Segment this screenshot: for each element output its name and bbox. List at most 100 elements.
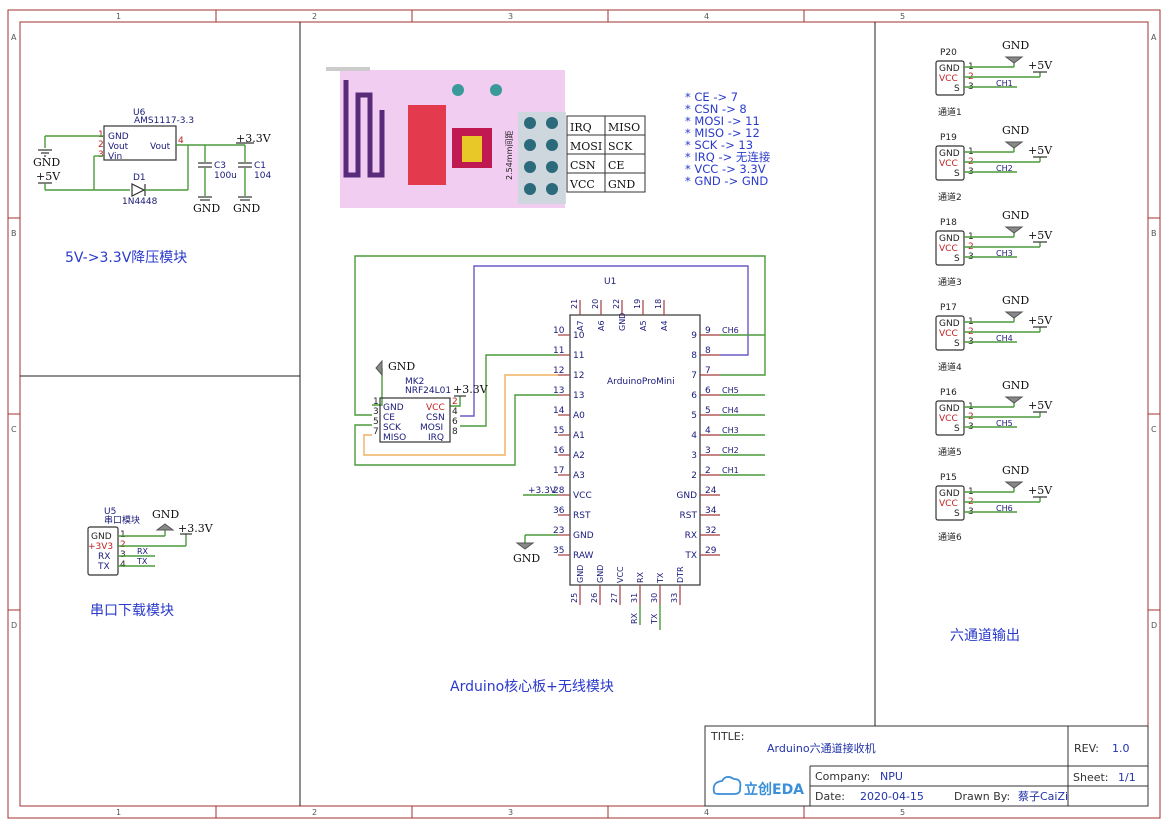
mcu-top-num-3: 19 xyxy=(633,299,642,309)
mcu-bot-lbl-0: GND xyxy=(576,565,585,583)
logo-text: 立创EDA xyxy=(744,781,804,798)
nrf-symbol: GND MK2 NRF24L01 +3.3V GND CE SCK MISO V… xyxy=(373,360,489,443)
mcu-top-lbl-0: A7 xyxy=(576,320,585,331)
photo-lbl-irq: IRQ xyxy=(570,121,592,134)
rev-value: 1.0 xyxy=(1112,742,1130,755)
c1-gnd: GND xyxy=(233,202,260,215)
grid-col-bottom-1: 1 xyxy=(116,808,121,817)
mcu-right-lbl-5: 4 xyxy=(691,431,697,441)
mcu-left-num-4: 14 xyxy=(553,406,565,416)
connector-pin-label: GND xyxy=(939,404,960,414)
date-value: 2020-04-15 xyxy=(860,790,924,803)
connector-net: CH2 xyxy=(996,164,1013,173)
connector-pin-label: GND xyxy=(939,319,960,329)
connector-vcc: +5V xyxy=(1028,144,1053,157)
mcu-left-lbl-1: 11 xyxy=(573,351,584,361)
grid-col-bottom-2: 2 xyxy=(312,808,317,817)
date-key: Date: xyxy=(815,790,845,803)
u6-pnum-4: 4 xyxy=(178,136,184,146)
connector-vcc: +5V xyxy=(1028,399,1053,412)
u5-net-tx: TX xyxy=(136,557,148,566)
mcu-left-num-1: 11 xyxy=(553,346,564,356)
connector-pin-label: VCC xyxy=(939,329,958,339)
connector-pin-label: VCC xyxy=(939,74,958,84)
mcu-right-lbl-0: 9 xyxy=(691,331,697,341)
mcu-name: ArduinoProMini xyxy=(607,377,675,387)
nrf-l2: SCK xyxy=(383,423,402,433)
mcu-left-num-3: 13 xyxy=(553,386,564,396)
nrf-rn3: 8 xyxy=(452,427,458,437)
connector-pin-label: GND xyxy=(939,64,960,74)
mcu-right-num-10: 32 xyxy=(705,526,716,536)
connector-gnd: GND xyxy=(1002,124,1029,137)
mcu-top-lbl-2: GND xyxy=(618,313,627,331)
nrf-l0: GND xyxy=(383,403,404,413)
mcu-bot-num-0: 25 xyxy=(570,593,579,603)
grid-col-top-1: 1 xyxy=(116,12,121,21)
connector-pin-label: GND xyxy=(939,149,960,159)
u5-n3: 3 xyxy=(120,550,126,560)
mcu-left-num-0: 10 xyxy=(553,326,565,336)
reg-vout: +3.3V xyxy=(236,132,272,145)
core-wiring xyxy=(354,255,766,466)
mcu-left-lbl-3: 13 xyxy=(573,391,584,401)
photo-lbl-gnd: GND xyxy=(608,178,635,191)
nrf-pitch: 2.54mm间距 xyxy=(505,131,514,180)
connector-pin-label: VCC xyxy=(939,244,958,254)
grid-row-right-C: C xyxy=(1151,425,1157,434)
connector-pin-label: VCC xyxy=(939,499,958,509)
connector-pin-label: S xyxy=(954,509,960,519)
mcu-left-lbl-11: RAW xyxy=(573,551,594,561)
nrf-rn2: 6 xyxy=(452,417,458,427)
nrf-r0: VCC xyxy=(426,403,445,413)
u6-pnum-3: 3 xyxy=(98,150,104,160)
pinmap-line-1: * CSN -> 8 xyxy=(685,102,747,116)
mcu-right-num-3: 6 xyxy=(705,386,711,396)
nrf-gnd: GND xyxy=(388,360,415,373)
u6-body xyxy=(103,125,177,161)
u5-n2: 2 xyxy=(120,540,126,550)
mcu-right-lbl-6: 3 xyxy=(691,451,697,461)
mcu-left-lbl-0: 10 xyxy=(573,331,585,341)
section-title-regulator: 5V->3.3V降压模块 xyxy=(65,250,187,266)
nrf-rn0: 2 xyxy=(452,397,458,407)
section-title-outputs: 六通道输出 xyxy=(950,628,1020,644)
mcu-net-CH2: CH2 xyxy=(722,446,739,455)
connector-name: 通道1 xyxy=(938,106,962,118)
connector-ref: P20 xyxy=(940,48,957,58)
c3-val: 100u xyxy=(214,171,237,181)
connector-gnd: GND xyxy=(1002,39,1029,52)
connector-name: 通道2 xyxy=(938,191,962,203)
connector-gnd: GND xyxy=(1002,379,1029,392)
nrf-vcc: +3.3V xyxy=(453,383,489,396)
serial-module: U5 串口模块 GND +3V3 RX TX 1 2 3 4 GND +3.3V… xyxy=(87,507,214,576)
connector-name: 通道3 xyxy=(938,276,962,288)
connector-net: CH6 xyxy=(996,504,1013,513)
mcu-left-lbl-10: GND xyxy=(573,531,594,541)
photo-lbl-vcc: VCC xyxy=(569,178,595,191)
mcu-right-num-1: 8 xyxy=(705,346,711,356)
mcu-bot-num-1: 26 xyxy=(590,593,599,603)
mcu-symbol: U1 ArduinoProMini 21A720A622GND19A518A41… xyxy=(513,277,765,630)
nrf-ref: MK2 xyxy=(405,377,424,387)
u6-pin-vout: Vout xyxy=(108,142,129,152)
nrf-part: NRF24L01 xyxy=(405,386,451,396)
rev-key: REV: xyxy=(1074,742,1099,755)
mcu-right-lbl-11: TX xyxy=(684,551,697,561)
mcu-top-lbl-1: A6 xyxy=(597,320,606,331)
connector-name: 通道4 xyxy=(938,361,962,373)
nrf-ln3: 7 xyxy=(373,427,379,437)
c1-val: 104 xyxy=(254,171,271,181)
mcu-left-num-7: 17 xyxy=(553,466,564,476)
u5-n1: 1 xyxy=(120,530,126,540)
connector-vcc: +5V xyxy=(1028,484,1053,497)
connector-pin-label: S xyxy=(954,424,960,434)
nrf-ln2: 5 xyxy=(373,417,379,427)
company-key: Company: xyxy=(815,770,870,783)
mcu-bot-num-5: 33 xyxy=(670,593,679,603)
connector-net: CH4 xyxy=(996,334,1013,343)
mcu-right-num-0: 9 xyxy=(705,326,711,336)
